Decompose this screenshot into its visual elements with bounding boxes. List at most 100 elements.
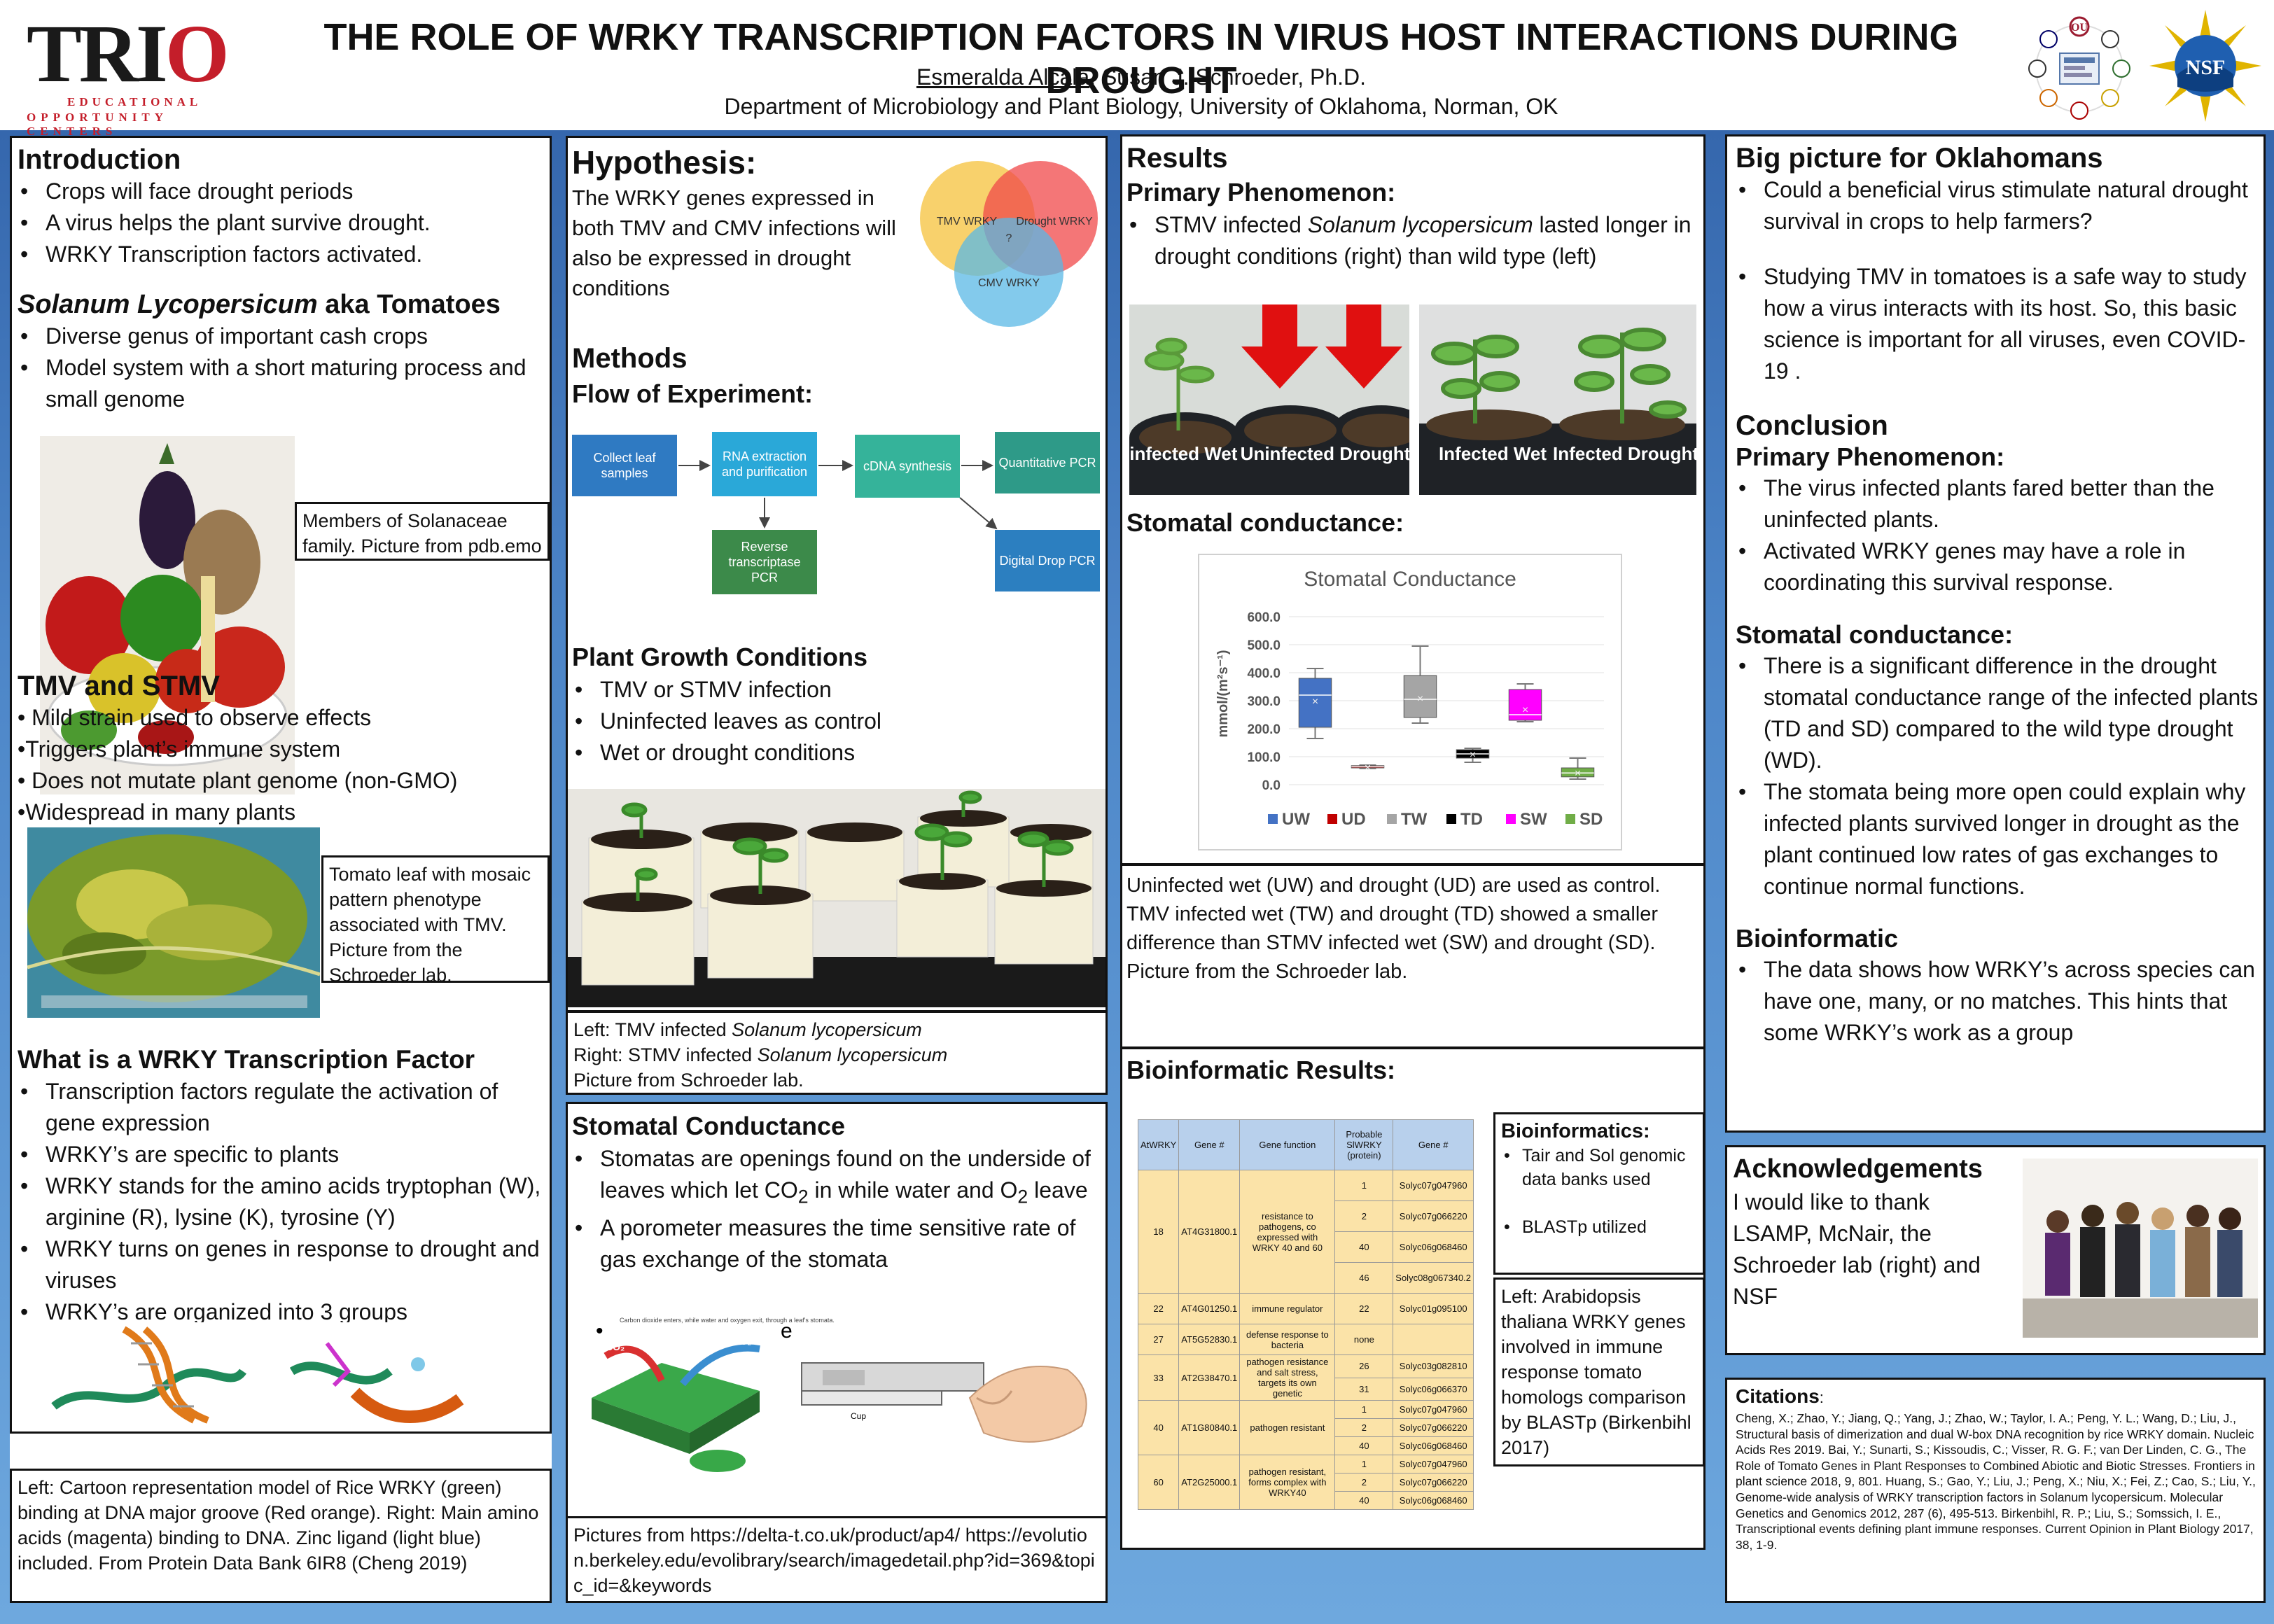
venn-tmv-label: TMV WRKY — [937, 216, 998, 227]
primary-list: STMV infected Solanum lycopersicum laste… — [1126, 209, 1701, 272]
infected-plants-photo: Infected Wet Infected Drought — [1419, 304, 1696, 495]
table-cell: AT4G01250.1 — [1178, 1293, 1241, 1324]
table-cell: none — [1334, 1324, 1394, 1355]
list-item: Tair and Sol genomic data banks used — [1501, 1144, 1697, 1191]
table-header-cell: AtWRKY — [1137, 1119, 1180, 1170]
photo-label-uninfected-drought: Uninfected Drought — [1241, 443, 1409, 464]
table-cell: 26 — [1334, 1354, 1394, 1378]
mean-marker: × — [1365, 762, 1371, 774]
list-item: WRKY’s are organized into 3 groups — [18, 1296, 547, 1328]
tmv-line: •Triggers plant’s immune system — [18, 736, 341, 762]
photo-label-infected-drought: Infected Drought — [1553, 443, 1696, 464]
list-item: WRKY turns on genes in response to droug… — [18, 1233, 547, 1296]
table-cell: AT4G31800.1 — [1178, 1170, 1241, 1294]
table-cell: 60 — [1137, 1455, 1180, 1510]
citations-heading: Citations: — [1736, 1385, 1824, 1407]
intro-list: Crops will face drought periods A virus … — [18, 176, 547, 270]
box-UW — [1298, 678, 1332, 728]
mean-marker: × — [1417, 693, 1423, 705]
legend-label: UW — [1282, 810, 1310, 829]
y-tick-label: 200.0 — [1247, 722, 1281, 737]
table-cell: 18 — [1137, 1170, 1180, 1294]
list-item: Uninfected leaves as control — [572, 706, 1104, 737]
flow-heading: Flow of Experiment: — [572, 379, 814, 408]
table-cell: Solyc01g095100 — [1393, 1293, 1474, 1324]
wrky-protein-structure-image — [26, 1322, 544, 1427]
bio-caption: Left: Arabidopsis thaliana WRKY genes in… — [1501, 1286, 1691, 1458]
intro-heading: Introduction — [18, 144, 181, 175]
veg-caption: Members of Solanaceae family. Picture fr… — [302, 510, 542, 556]
citations-panel: Citations: Cheng, X.; Zhao, Y.; Jiang, Q… — [1725, 1378, 2266, 1603]
methods-heading: Methods — [572, 343, 688, 374]
list-item: BLASTp utilized — [1501, 1215, 1697, 1239]
citations-text: Cheng, X.; Zhao, Y.; Jiang, Q.; Yang, J.… — [1736, 1411, 2256, 1552]
tmv-line: • Mild strain used to observe effects — [18, 705, 372, 730]
flow-arrows — [678, 460, 998, 530]
column-introduction: Introduction Crops will face drought per… — [10, 136, 552, 1472]
growth-list: TMV or STMV infection Uninfected leaves … — [572, 674, 1104, 769]
conclusion-bio-list: The data shows how WRKY’s across species… — [1736, 954, 2262, 1049]
flow-rt-box: Reverse transcriptase PCR — [712, 530, 817, 594]
y-tick-label: 400.0 — [1247, 666, 1281, 681]
plant-caption: Left: TMV infected Solanum lycopersicum … — [573, 1019, 948, 1091]
ack-text: I would like to thank LSAMP, McNair, the… — [1733, 1189, 1981, 1309]
legend-swatch — [1327, 814, 1337, 824]
legend-swatch — [1268, 814, 1278, 824]
results-panel: Results Primary Phenomenon: STMV infecte… — [1120, 134, 1706, 865]
trio-sub2: OPPORTUNITY CENTERS — [27, 111, 168, 138]
legend-label: SD — [1579, 810, 1603, 829]
poster-title: THE ROLE OF WRKY TRANSCRIPTION FACTORS I… — [323, 16, 1959, 102]
list-item: Could a beneficial virus stimulate natur… — [1736, 174, 2262, 237]
hypothesis-heading: Hypothesis: — [572, 144, 757, 181]
big-picture-heading: Big picture for Oklahomans — [1736, 143, 2103, 174]
conclusion-heading: Conclusion — [1736, 410, 1888, 441]
venn-drought-label: Drought WRKY — [1016, 216, 1093, 227]
table-cell: 31 — [1334, 1377, 1394, 1401]
table-cell: 1 — [1334, 1455, 1394, 1474]
wrky-list: Transcription factors regulate the activ… — [18, 1076, 547, 1328]
table-cell: 22 — [1137, 1293, 1180, 1324]
list-item: A porometer measures the time sensitive … — [572, 1212, 1104, 1275]
table-cell: AT2G25000.1 — [1178, 1455, 1241, 1510]
trio-logo: TRIO EDUCATIONAL OPPORTUNITY CENTERS — [27, 13, 265, 139]
table-cell: AT1G80840.1 — [1178, 1400, 1241, 1455]
acknowledgements-panel: Acknowledgements I would like to thank L… — [1725, 1145, 2266, 1355]
table-cell: Solyc07g066220 — [1393, 1200, 1474, 1232]
bio-caption-box: Left: Arabidopsis thaliana WRKY genes in… — [1493, 1278, 1705, 1466]
partner-logos-ring-icon: OU — [2028, 16, 2130, 120]
box-SD — [1561, 767, 1595, 778]
plant-caption-panel: Left: TMV infected Solanum lycopersicum … — [566, 1011, 1108, 1095]
list-item: The stomata being more open could explai… — [1736, 776, 2262, 902]
table-cell: immune regulator — [1239, 1293, 1336, 1324]
legend-swatch — [1565, 814, 1575, 824]
hypothesis-text: The WRKY genes expressed in both TMV and… — [572, 186, 896, 300]
ack-heading: Acknowledgements — [1733, 1154, 1983, 1184]
protein-caption: Left: Cartoon representation model of Ri… — [18, 1477, 539, 1574]
growth-heading: Plant Growth Conditions — [572, 643, 867, 671]
table-header-cell: Probable SlWRKY (protein) — [1334, 1119, 1394, 1170]
table-cell: 22 — [1334, 1293, 1394, 1324]
conclusion-stomatal-list: There is a significant difference in the… — [1736, 650, 2262, 902]
svg-text:OU: OU — [2071, 22, 2088, 34]
table-cell: Solyc06g068460 — [1393, 1491, 1474, 1510]
schroeder-lab-group-photo — [2023, 1158, 2258, 1338]
table-cell: pathogen resistant, forms complex with W… — [1239, 1455, 1336, 1510]
bioinformatics-box-list: Tair and Sol genomic data banks used BLA… — [1501, 1144, 1697, 1239]
y-tick-label: 300.0 — [1247, 694, 1281, 709]
list-item: STMV infected Solanum lycopersicum laste… — [1126, 209, 1701, 272]
table-header-cell: Gene # — [1393, 1119, 1474, 1170]
legend-swatch — [1387, 814, 1397, 824]
image-sources: Pictures from https://delta-t.co.uk/prod… — [573, 1525, 1095, 1596]
table-cell: defense response to bacteria — [1239, 1324, 1336, 1355]
list-item: The virus infected plants fared better t… — [1736, 472, 2262, 536]
box-TW — [1403, 675, 1437, 718]
table-cell: 2 — [1334, 1473, 1394, 1492]
tomato-list: Diverse genus of important cash crops Mo… — [18, 321, 547, 415]
list-item: Model system with a short maturing proce… — [18, 352, 547, 415]
